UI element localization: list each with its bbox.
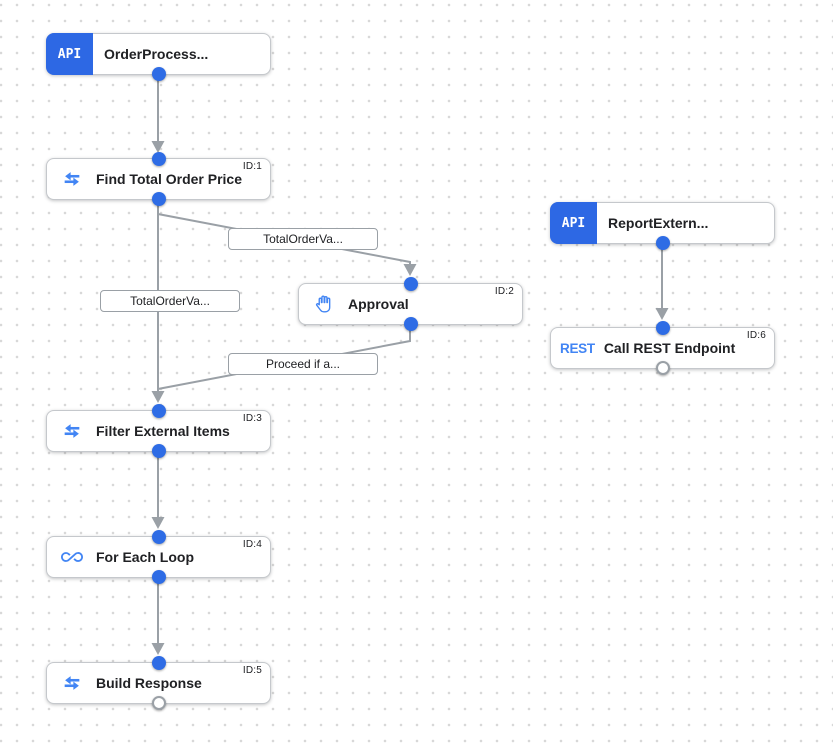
node-title: Find Total Order Price [96,171,242,187]
infinity-loop-icon [60,545,84,569]
input-port[interactable] [151,656,166,670]
node-trigger-orderprocess[interactable]: API OrderProcess... [46,33,271,81]
input-port[interactable] [655,321,670,335]
task-id-badge: ID:2 [494,286,514,297]
data-mapping-icon [60,167,84,191]
arrowhead [655,308,669,320]
task-id-badge: ID:4 [242,539,262,550]
task-id-badge: ID:5 [242,665,262,676]
edge-label-totalorderva-2[interactable]: TotalOrderVa... [100,290,240,312]
output-port-open[interactable] [655,361,670,375]
input-port[interactable] [151,530,166,544]
arrowhead [151,517,165,529]
output-port[interactable] [151,192,166,206]
node-title: Build Response [96,675,202,691]
node-task-call-rest-endpoint[interactable]: REST Call REST Endpoint ID:6 [550,321,775,375]
edge-label-totalorderva-1[interactable]: TotalOrderVa... [228,228,378,250]
api-trigger-icon: API [550,202,597,244]
output-port[interactable] [151,444,166,458]
output-port-open[interactable] [151,696,166,710]
data-mapping-icon [60,419,84,443]
node-task-approval[interactable]: Approval ID:2 [298,277,523,331]
node-title: Approval [348,296,409,312]
task-id-badge: ID:1 [242,161,262,172]
node-trigger-reportextern[interactable]: API ReportExtern... [550,202,775,250]
node-task-filter-external-items[interactable]: Filter External Items ID:3 [46,404,271,458]
task-id-badge: ID:6 [746,330,766,341]
node-title: Filter External Items [96,423,230,439]
api-trigger-icon: API [46,33,93,75]
input-port[interactable] [151,152,166,166]
data-mapping-icon [60,671,84,695]
arrowhead [151,391,165,403]
node-task-find-total-order-price[interactable]: Find Total Order Price ID:1 [46,152,271,206]
edge-label-proceed-if[interactable]: Proceed if a... [228,353,378,375]
node-task-build-response[interactable]: Build Response ID:5 [46,656,271,710]
node-task-for-each-loop[interactable]: For Each Loop ID:4 [46,530,271,584]
output-port[interactable] [151,67,166,81]
rest-icon: REST [560,340,595,356]
pan-tool-hand-icon [312,292,336,316]
arrowhead [403,264,417,276]
output-port[interactable] [655,236,670,250]
input-port[interactable] [151,404,166,418]
arrowhead [151,141,165,153]
node-title: OrderProcess... [104,46,209,62]
node-title: Call REST Endpoint [603,340,736,356]
input-port[interactable] [403,277,418,291]
output-port[interactable] [151,570,166,584]
node-title: ReportExtern... [608,215,709,231]
node-title: For Each Loop [96,549,194,565]
task-id-badge: ID:3 [242,413,262,424]
output-port[interactable] [403,317,418,331]
arrowhead [151,643,165,655]
